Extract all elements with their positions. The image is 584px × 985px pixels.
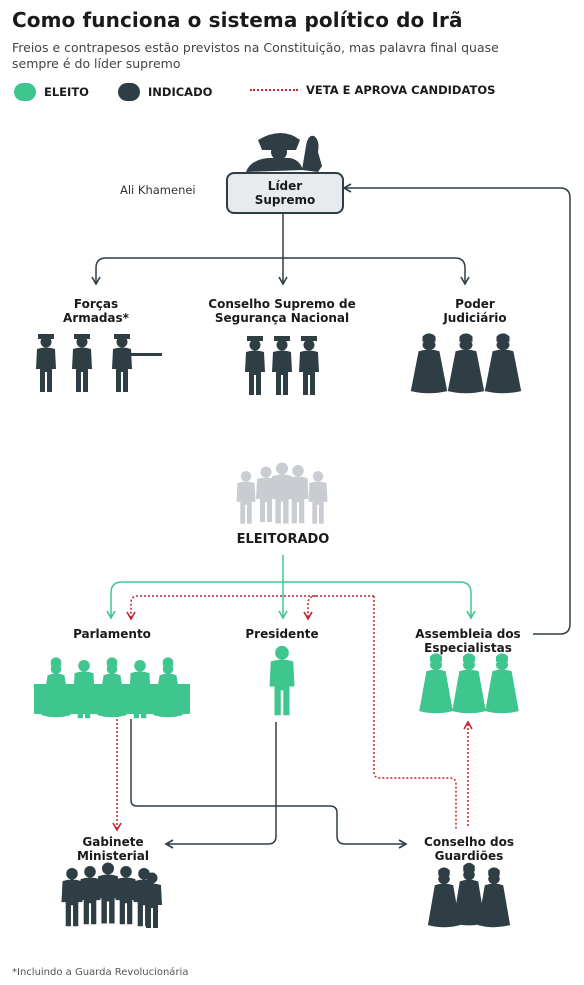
leader-name: Ali Khamenei xyxy=(120,183,196,197)
security-council-label: Conselho Supremo de Segurança Nacional xyxy=(208,297,356,325)
legend-appointed: INDICADO xyxy=(118,83,212,101)
security-council-silhouette-icon xyxy=(245,336,319,395)
president-label: Presidente xyxy=(245,627,319,641)
cabinet-label: Gabinete Ministerial xyxy=(77,835,149,863)
elected-swatch-icon xyxy=(14,83,36,101)
guardians-label: Conselho dos Guardiões xyxy=(424,835,514,863)
president-silhouette-icon xyxy=(269,645,295,716)
leader-to-organs-connector xyxy=(91,212,470,286)
page-title: Como funciona o sistema político do Irã xyxy=(12,8,463,32)
electorate-silhouette-icon xyxy=(236,462,328,524)
legend-veto: VETA E APROVA CANDIDATOS xyxy=(250,83,495,97)
appointment-connector xyxy=(130,719,408,849)
supreme-leader-silhouette-icon xyxy=(246,133,322,172)
guardians-veto-connector xyxy=(112,595,473,832)
assembly-silhouette-icon xyxy=(419,653,519,714)
electorate-label: ELEITORADO xyxy=(236,532,330,547)
supreme-leader-box: Líder Supremo xyxy=(226,172,344,214)
footnote: *Incluindo a Guarda Revolucionária xyxy=(12,967,189,978)
legend-appointed-label: INDICADO xyxy=(148,85,213,99)
judiciary-label: Poder Judiciário xyxy=(443,297,507,325)
legend-elected: ELEITO xyxy=(14,83,89,101)
supreme-leader-label: Líder Supremo xyxy=(254,179,316,207)
cabinet-silhouette-icon xyxy=(61,862,162,928)
assembly-to-leader-connector xyxy=(342,183,571,635)
veto-line-icon xyxy=(250,89,298,91)
armed-forces-silhouette-icon xyxy=(36,334,162,392)
parliament-silhouette-icon xyxy=(34,657,190,719)
electorate-elects-connector xyxy=(106,555,476,620)
parliament-label: Parlamento xyxy=(73,627,151,641)
subtitle: Freios e contrapesos estão previstos na … xyxy=(12,40,499,71)
armed-forces-label: Forças Armadas* xyxy=(63,297,129,325)
appointed-swatch-icon xyxy=(118,83,140,101)
assembly-label: Assembleia dos Especialistas xyxy=(415,627,521,655)
guardians-silhouette-icon xyxy=(427,862,511,928)
legend-veto-label: VETA E APROVA CANDIDATOS xyxy=(306,83,496,97)
legend-elected-label: ELEITO xyxy=(44,85,89,99)
judiciary-silhouette-icon xyxy=(410,333,522,394)
